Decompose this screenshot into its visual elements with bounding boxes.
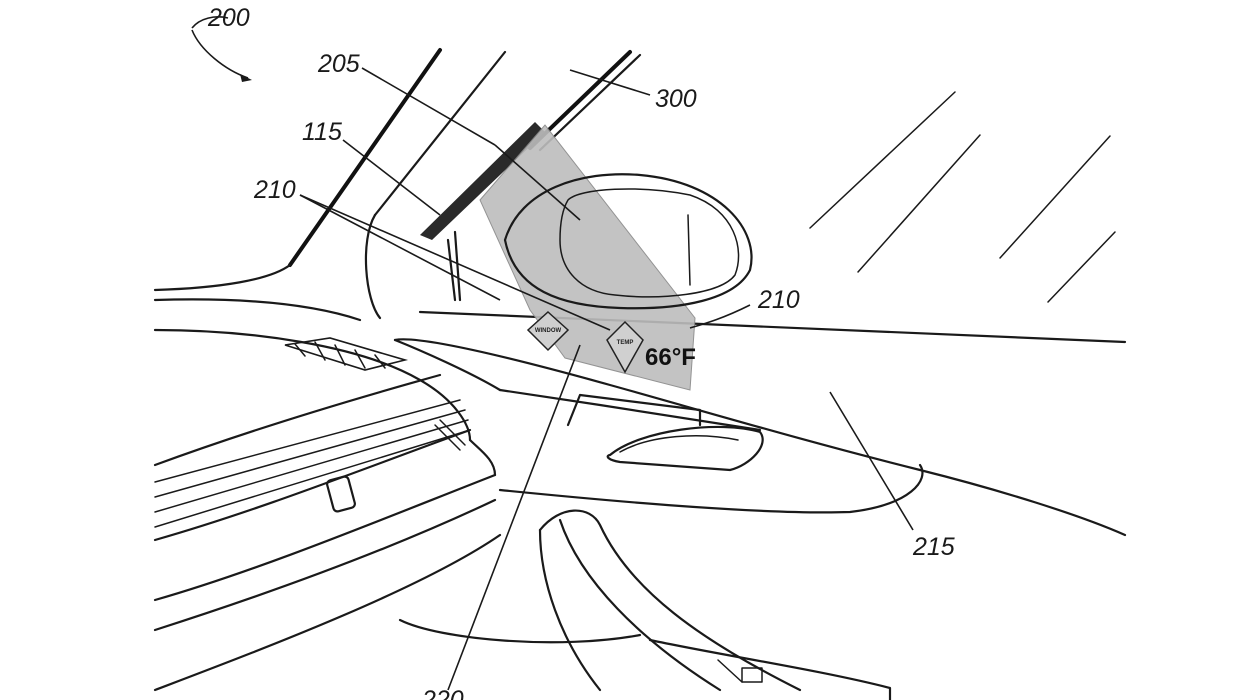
door-panel bbox=[393, 338, 1127, 700]
ref-210-right: 210 bbox=[757, 286, 800, 314]
window-glare-lines bbox=[809, 91, 1116, 303]
projector-bar bbox=[420, 122, 545, 302]
ref-220: 220 bbox=[421, 686, 464, 700]
temperature-readout: 66°F bbox=[645, 344, 696, 371]
side-mirror bbox=[503, 173, 753, 310]
ref-205: 205 bbox=[317, 50, 360, 78]
temp-icon-label: TEMP bbox=[617, 340, 634, 346]
ref-115: 115 bbox=[302, 118, 342, 146]
temp-icon: TEMP bbox=[606, 320, 644, 374]
ref-300: 300 bbox=[655, 85, 697, 113]
window-icon: WINDOW bbox=[526, 310, 570, 352]
projection-beam bbox=[479, 124, 696, 391]
dashboard bbox=[153, 328, 502, 692]
ref-200: 200 bbox=[207, 4, 250, 32]
window-icon-label: WINDOW bbox=[535, 328, 562, 334]
ref-210-left: 210 bbox=[253, 176, 296, 204]
leader-lines bbox=[191, 16, 914, 691]
ref-215: 215 bbox=[912, 533, 955, 561]
